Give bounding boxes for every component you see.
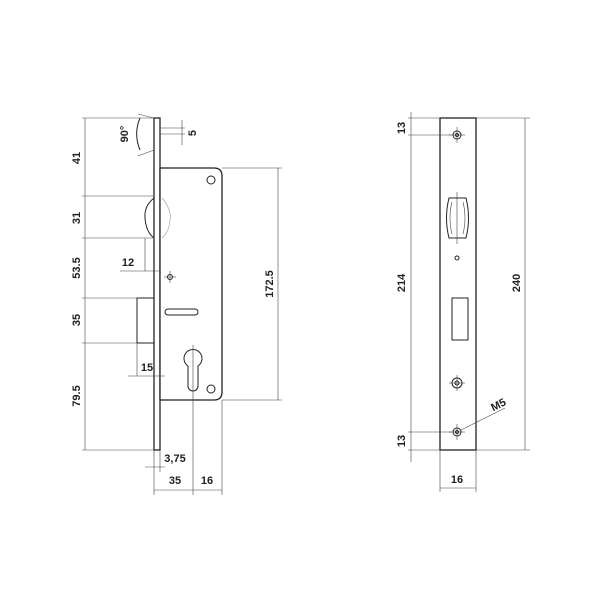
dim-12: 12: [122, 257, 134, 269]
lock-case: [159, 167, 223, 401]
dim-35-backset: 35: [169, 475, 181, 487]
side-view: 41 31 53.5 35 79.5 90° 5 172.5 12 15 3,7…: [71, 113, 282, 495]
follower-screw-front: [454, 255, 460, 261]
angle-label: 90°: [119, 126, 131, 143]
faceplate-side: [153, 117, 161, 451]
case-screw-hole-top: [206, 175, 216, 185]
latch-swing-outline: [161, 197, 171, 239]
front-view: 13 214 13 240 16 M5: [396, 112, 530, 492]
dim-41: 41: [71, 152, 83, 164]
dim-35-deadbolt: 35: [71, 314, 83, 326]
dim-53-5: 53.5: [71, 257, 83, 278]
dim-13-top: 13: [396, 122, 408, 134]
faceplate-front: [439, 117, 477, 451]
handle-slot: [164, 308, 199, 316]
deadbolt-opening: [451, 297, 469, 341]
dim-5: 5: [187, 130, 199, 136]
dim-15: 15: [141, 362, 153, 374]
angle-arc: [136, 117, 141, 151]
dim-16-plate: 16: [451, 474, 463, 486]
deadbolt: [136, 297, 155, 344]
dim-16-case: 16: [201, 475, 213, 487]
dim-13-bottom: 13: [396, 435, 408, 447]
dim-172-5: 172.5: [264, 270, 276, 298]
latch-bolt: [144, 197, 155, 239]
latch-front: [446, 197, 469, 239]
dim-240: 240: [511, 274, 523, 292]
thread-label: M5: [489, 397, 508, 415]
dim-79-5: 79.5: [71, 385, 83, 406]
dim-3-75: 3,75: [164, 453, 185, 465]
dim-214: 214: [396, 273, 408, 292]
case-screw-hole-bottom: [206, 384, 216, 394]
dim-31: 31: [71, 212, 83, 224]
